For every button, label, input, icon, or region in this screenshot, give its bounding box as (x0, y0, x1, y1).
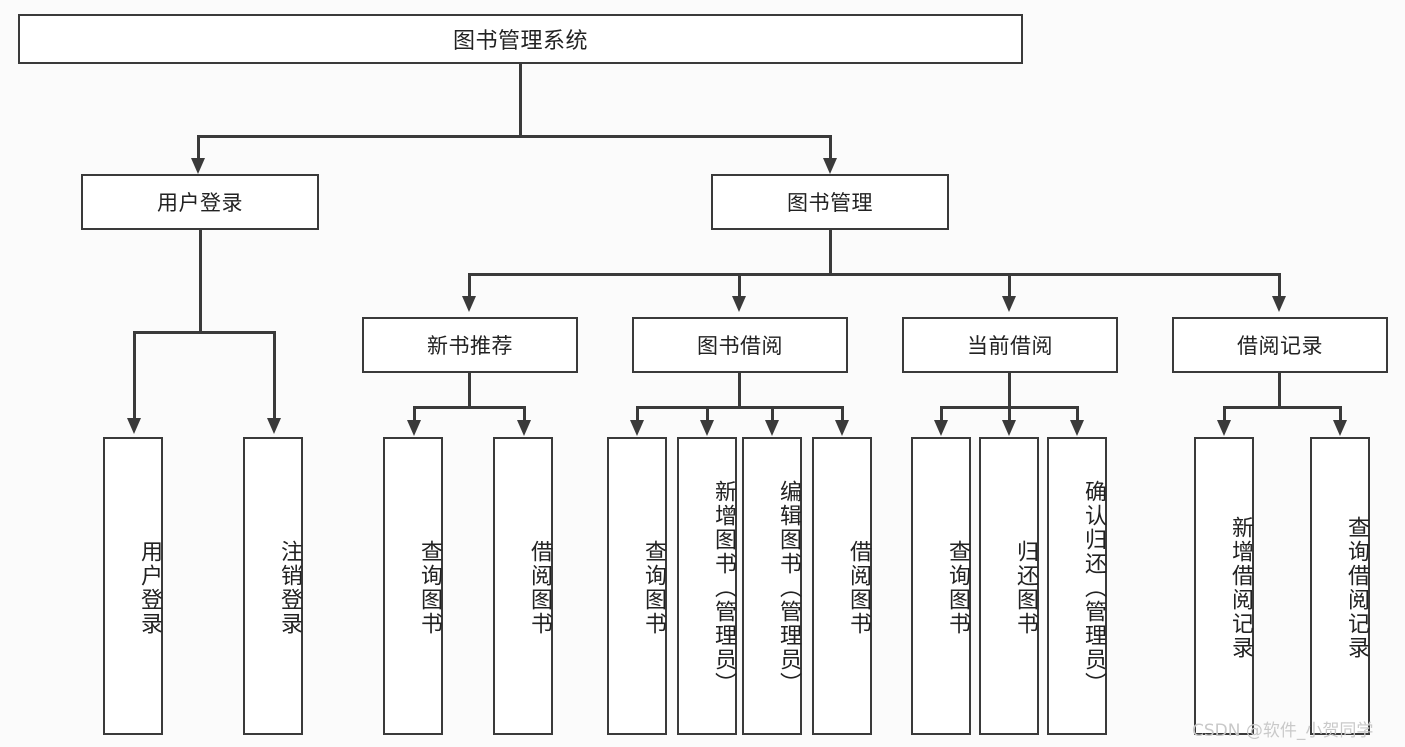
connector-bm-to-level2-2 (738, 273, 741, 301)
leaf-br-query-record[interactable]: 查询借阅记录 (1310, 437, 1370, 735)
connector-bb-to-leaf-4 (841, 406, 844, 423)
connector-book-management-stem (829, 230, 832, 275)
arrowhead-cb-leaf-1 (934, 420, 948, 436)
node-book-borrow[interactable]: 图书借阅 (632, 317, 848, 373)
arrowhead-book-borrow (732, 296, 746, 312)
node-book-management[interactable]: 图书管理 (711, 174, 949, 230)
arrowhead-bb-leaf-1 (630, 420, 644, 436)
node-label: 查询图书 (945, 540, 970, 636)
connector-user-login-stem (199, 230, 202, 333)
connector-nbr-to-leaf-1 (413, 406, 416, 423)
leaf-cb-query-book[interactable]: 查询图书 (911, 437, 971, 735)
connector-root-to-book-management (829, 135, 832, 163)
node-label: 当前借阅 (967, 334, 1053, 358)
arrowhead-leaf-logout (267, 418, 281, 434)
connector-nbr-stem (468, 373, 471, 408)
arrowhead-bb-leaf-3 (765, 420, 779, 436)
node-label: 归还图书 (1013, 540, 1038, 636)
connector-br-to-leaf-1 (1223, 406, 1226, 423)
node-label: 借阅图书 (846, 540, 871, 636)
connector-cb-stem (1008, 373, 1011, 408)
connector-br-bus (1223, 406, 1341, 409)
node-label: 注销登录 (277, 540, 302, 636)
node-label: 新增图书（管理员） (711, 480, 736, 696)
leaf-cb-return-book[interactable]: 归还图书 (979, 437, 1039, 735)
connector-cb-to-leaf-2 (1008, 406, 1011, 423)
leaf-bb-edit-book-admin[interactable]: 编辑图书（管理员） (742, 437, 802, 735)
connector-root-to-user-login (197, 135, 200, 163)
arrowhead-new-book-recommend (462, 296, 476, 312)
node-label: 借阅记录 (1237, 334, 1323, 358)
arrowhead-user-login (191, 158, 205, 174)
csdn-watermark: CSDN @软件_小贺同学 (1192, 716, 1373, 741)
connector-bb-to-leaf-3 (771, 406, 774, 423)
connector-book-management-bus (468, 273, 1280, 276)
leaf-bb-query-book[interactable]: 查询图书 (607, 437, 667, 735)
arrowhead-cb-leaf-2 (1002, 420, 1016, 436)
node-current-borrow[interactable]: 当前借阅 (902, 317, 1118, 373)
node-label: 编辑图书（管理员） (776, 480, 801, 696)
arrowhead-leaf-user-login (127, 418, 141, 434)
connector-nbr-to-leaf-2 (523, 406, 526, 423)
arrowhead-cb-leaf-3 (1070, 420, 1084, 436)
arrowhead-nbr-leaf-1 (407, 420, 421, 436)
arrowhead-bb-leaf-4 (835, 420, 849, 436)
node-label: 新增借阅记录 (1228, 516, 1253, 660)
node-label: 借阅图书 (527, 540, 552, 636)
arrowhead-br-leaf-1 (1217, 420, 1231, 436)
node-label: 查询图书 (417, 540, 442, 636)
arrowhead-br-leaf-2 (1333, 420, 1347, 436)
leaf-bb-add-book-admin[interactable]: 新增图书（管理员） (677, 437, 737, 735)
connector-user-login-to-leaf-2 (273, 331, 276, 421)
leaf-user-login[interactable]: 用户登录 (103, 437, 163, 735)
leaf-nbr-query-book[interactable]: 查询图书 (383, 437, 443, 735)
connector-bm-to-level2-1 (468, 273, 471, 301)
connector-bm-to-level2-4 (1278, 273, 1281, 301)
connector-bb-to-leaf-2 (706, 406, 709, 423)
leaf-cb-confirm-return-admin[interactable]: 确认归还（管理员） (1047, 437, 1107, 735)
connector-user-login-to-leaf-1 (133, 331, 136, 421)
node-new-book-recommend[interactable]: 新书推荐 (362, 317, 578, 373)
node-label: 图书管理系统 (452, 29, 588, 54)
node-label: 图书管理 (787, 191, 873, 215)
connector-user-login-bus (133, 331, 275, 334)
connector-bm-to-level2-3 (1008, 273, 1011, 301)
arrowhead-nbr-leaf-2 (517, 420, 531, 436)
node-label: 新书推荐 (427, 334, 513, 358)
connector-cb-to-leaf-1 (940, 406, 943, 423)
arrowhead-borrow-record (1272, 296, 1286, 312)
node-borrow-record[interactable]: 借阅记录 (1172, 317, 1388, 373)
connector-bb-stem (738, 373, 741, 408)
node-label: 查询图书 (641, 540, 666, 636)
connector-br-to-leaf-2 (1339, 406, 1342, 423)
connector-cb-to-leaf-3 (1076, 406, 1079, 423)
node-user-login[interactable]: 用户登录 (81, 174, 319, 230)
connector-nbr-bus (413, 406, 525, 409)
watermark-text: CSDN @软件_小贺同学 (1192, 721, 1374, 741)
leaf-logout[interactable]: 注销登录 (243, 437, 303, 735)
connector-bb-to-leaf-1 (636, 406, 639, 423)
leaf-nbr-borrow-book[interactable]: 借阅图书 (493, 437, 553, 735)
node-label: 确认归还（管理员） (1081, 480, 1106, 696)
connector-bb-bus (636, 406, 844, 409)
node-label: 用户登录 (157, 191, 243, 215)
leaf-br-add-record[interactable]: 新增借阅记录 (1194, 437, 1254, 735)
connector-root-stem (519, 64, 522, 136)
arrowhead-bb-leaf-2 (700, 420, 714, 436)
node-label: 图书借阅 (697, 334, 783, 358)
connector-root-bus (197, 135, 831, 138)
node-root-book-management-system[interactable]: 图书管理系统 (18, 14, 1023, 64)
arrowhead-book-management (823, 158, 837, 174)
arrowhead-current-borrow (1002, 296, 1016, 312)
connector-br-stem (1278, 373, 1281, 408)
node-label: 查询借阅记录 (1344, 516, 1369, 660)
leaf-bb-borrow-book[interactable]: 借阅图书 (812, 437, 872, 735)
node-label: 用户登录 (137, 540, 162, 636)
